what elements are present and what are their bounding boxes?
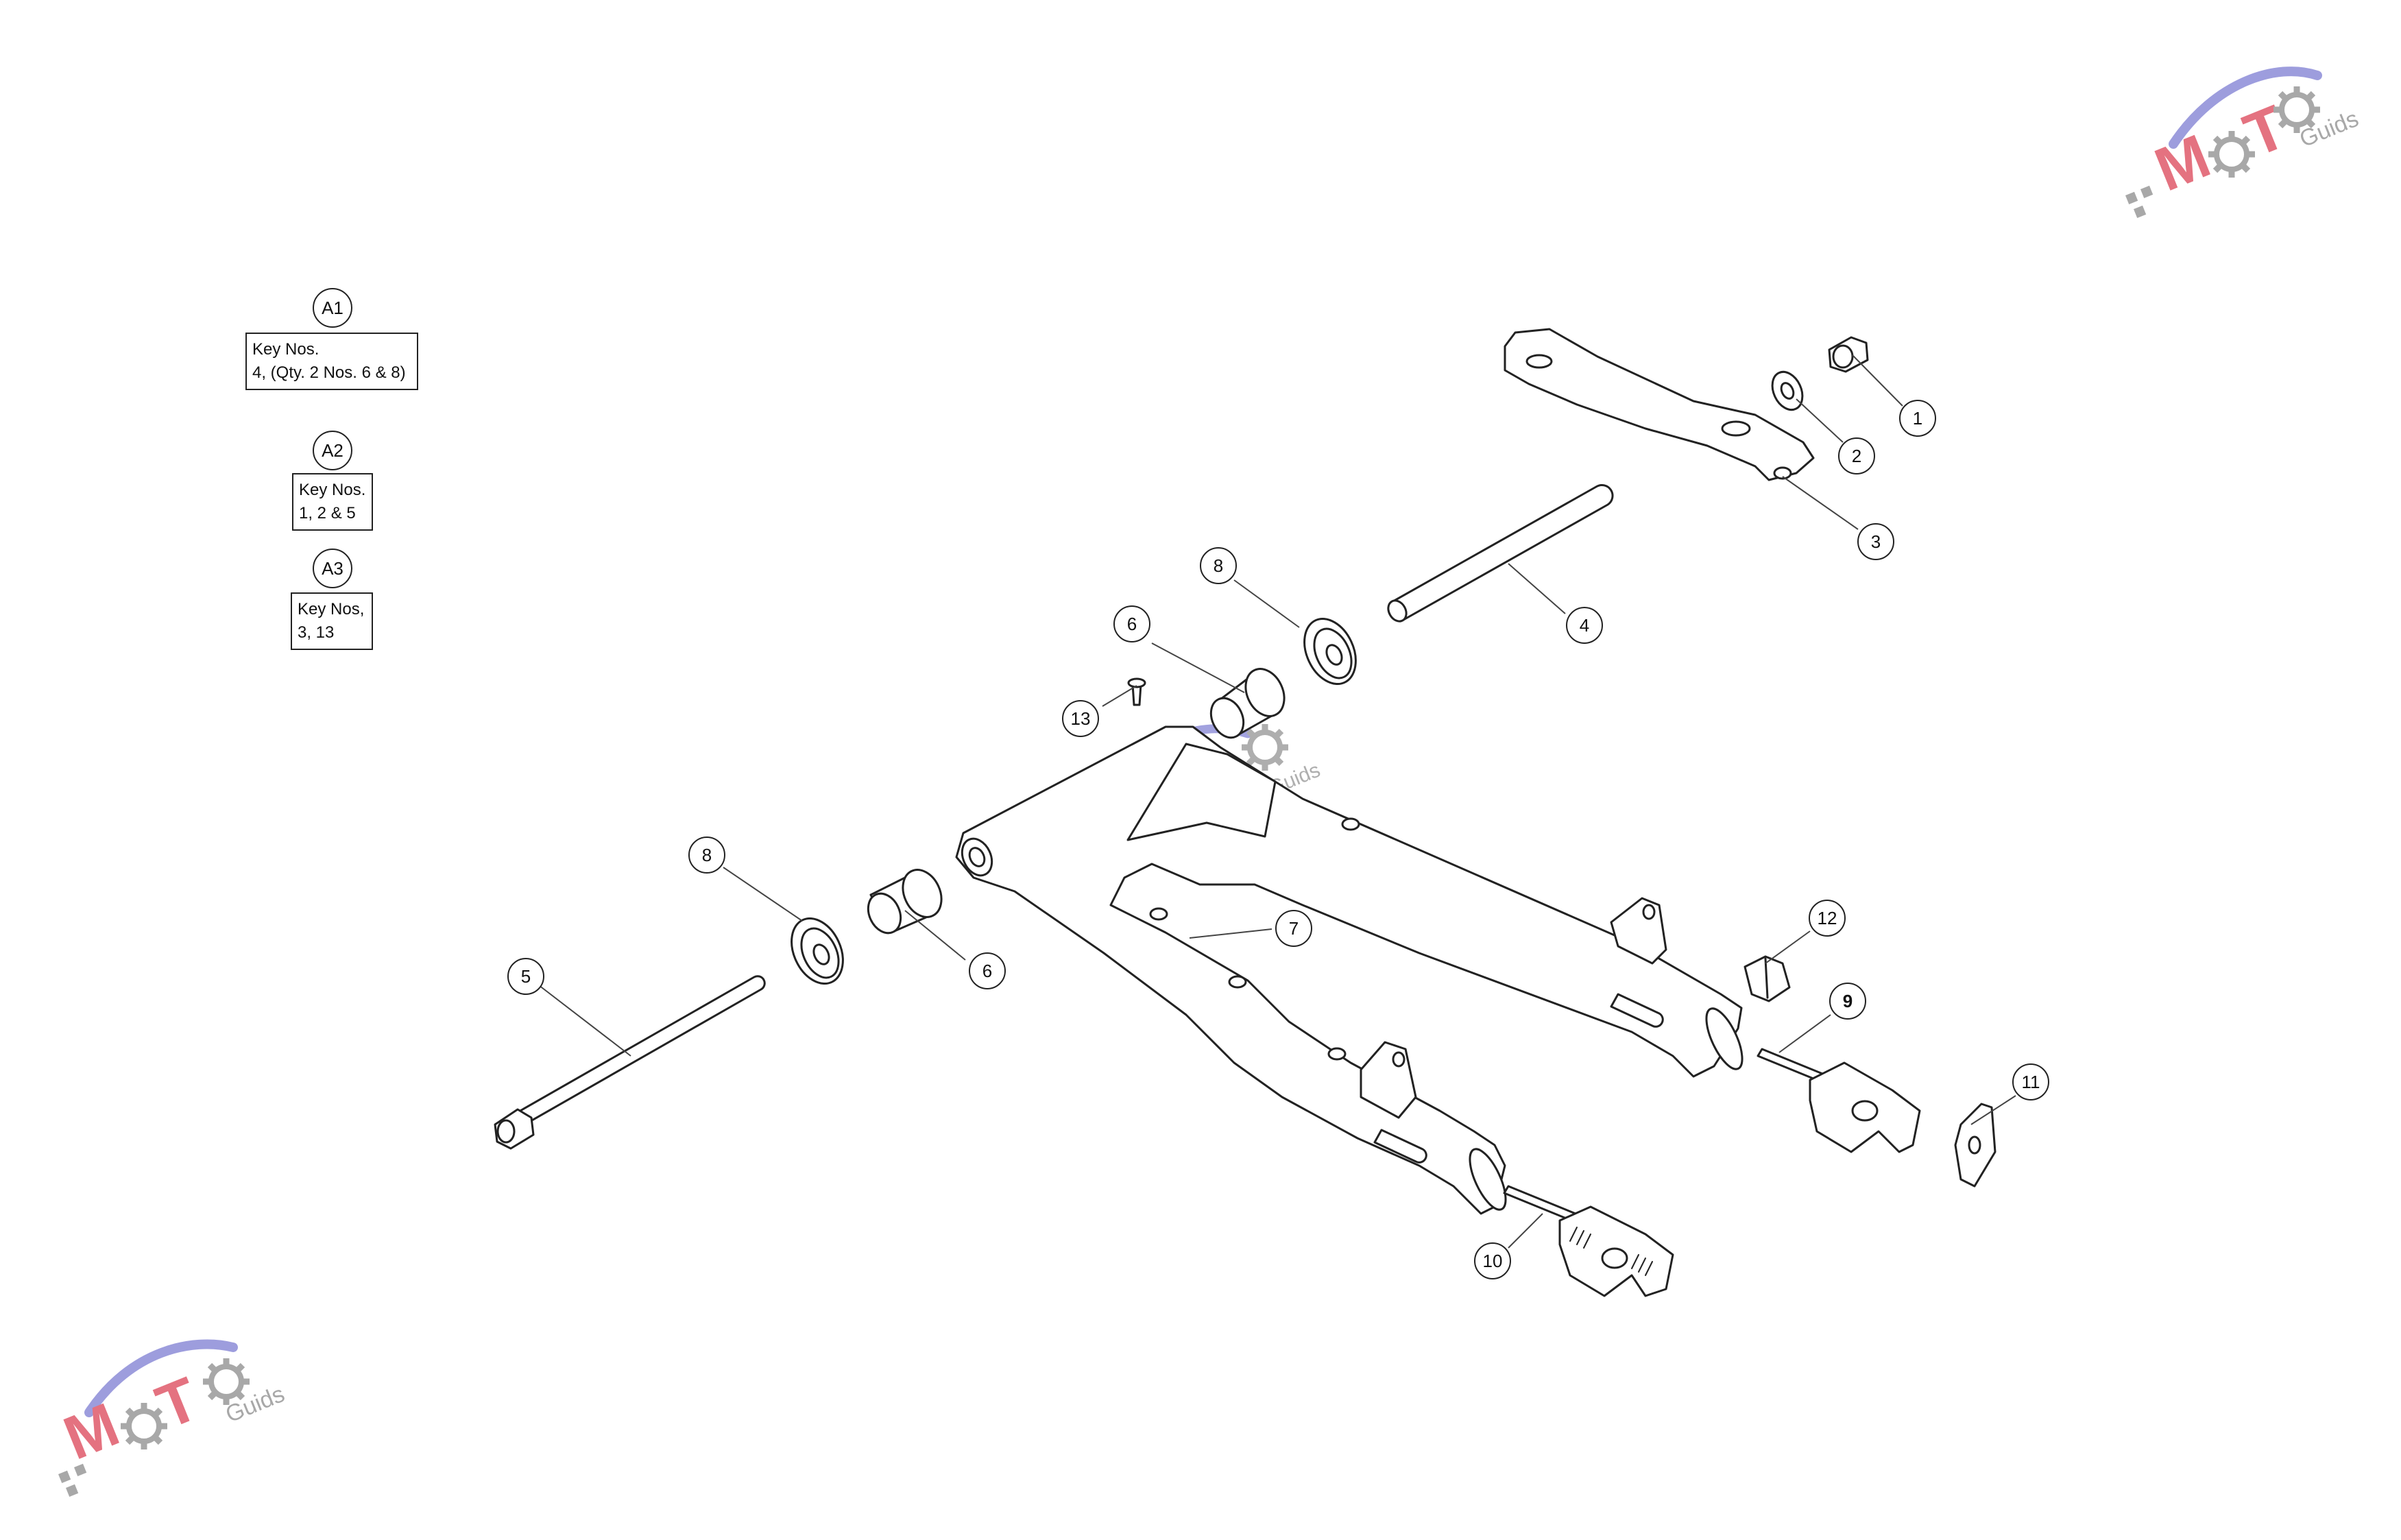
note-a2-line-2: 1, 2 & 5 [299, 504, 356, 522]
part-8-bearing-lower [791, 917, 844, 985]
part-7-swinging-arm [955, 725, 1744, 1215]
note-ref-a3: A3 [313, 549, 352, 588]
callout-6-lower: 6 [982, 961, 992, 981]
part-3-bracket [1504, 328, 1815, 481]
note-a3-line-2: 3, 13 [298, 623, 335, 642]
svg-text:Guids: Guids [222, 1381, 289, 1428]
note-box-a2: Key Nos. 1, 2 & 5 [292, 473, 373, 531]
callout-8-lower: 8 [702, 845, 712, 865]
callout-5: 5 [521, 966, 531, 987]
callout-7: 7 [1289, 918, 1299, 939]
part-10-chain-adjuster [1503, 1185, 1674, 1297]
callout-11: 11 [2022, 1072, 2040, 1092]
callout-8-upper: 8 [1214, 555, 1223, 576]
part-6-bush-upper [1209, 668, 1286, 739]
note-ref-a2: A2 [313, 431, 352, 470]
part-12-chain-slider [1744, 955, 1791, 1002]
svg-text:M: M [2146, 122, 2219, 205]
part-5-spindle [494, 975, 766, 1150]
callout-6-upper: 6 [1127, 614, 1137, 634]
note-box-a1: Key Nos. 4, (Qty. 2 Nos. 6 & 8) [245, 333, 418, 390]
callout-1: 1 [1913, 408, 1922, 429]
part-13-grease-nipple [1127, 677, 1146, 706]
note-ref-a1: A1 [313, 288, 352, 328]
watermark-logo-bottom-left: M T Guids [55, 1339, 289, 1497]
part-11-end-cap [1954, 1103, 1996, 1188]
callout-9: 9 [1843, 991, 1853, 1011]
callout-2: 2 [1852, 446, 1861, 466]
callout-10: 10 [1483, 1251, 1503, 1271]
part-9-chain-adjuster [1757, 1048, 1921, 1153]
part-1-nut [1828, 336, 1869, 373]
part-4-spacer-tube [1387, 483, 1614, 623]
note-box-a3: Key Nos, 3, 13 [291, 592, 373, 650]
svg-text:Guids: Guids [2296, 106, 2363, 153]
watermark-logo-top-right: M T Guids [2125, 67, 2363, 218]
callout-13: 13 [1071, 708, 1091, 729]
part-2-washer [1771, 370, 1804, 411]
note-a1-line-2: 4, (Qty. 2 Nos. 6 & 8) [252, 363, 406, 382]
callout-4: 4 [1580, 615, 1589, 636]
part-6-bush-lower [867, 869, 943, 935]
note-a3-line-1: Key Nos, [298, 600, 365, 618]
svg-text:M: M [55, 1391, 128, 1473]
callout-circles [507, 400, 2049, 1279]
leader-lines [538, 354, 2016, 1249]
note-a2-line-1: Key Nos. [299, 481, 366, 499]
part-8-bearing-upper [1303, 617, 1357, 686]
callout-12: 12 [1818, 908, 1837, 928]
note-a1-line-1: Key Nos. [252, 340, 319, 359]
callout-3: 3 [1871, 531, 1881, 552]
